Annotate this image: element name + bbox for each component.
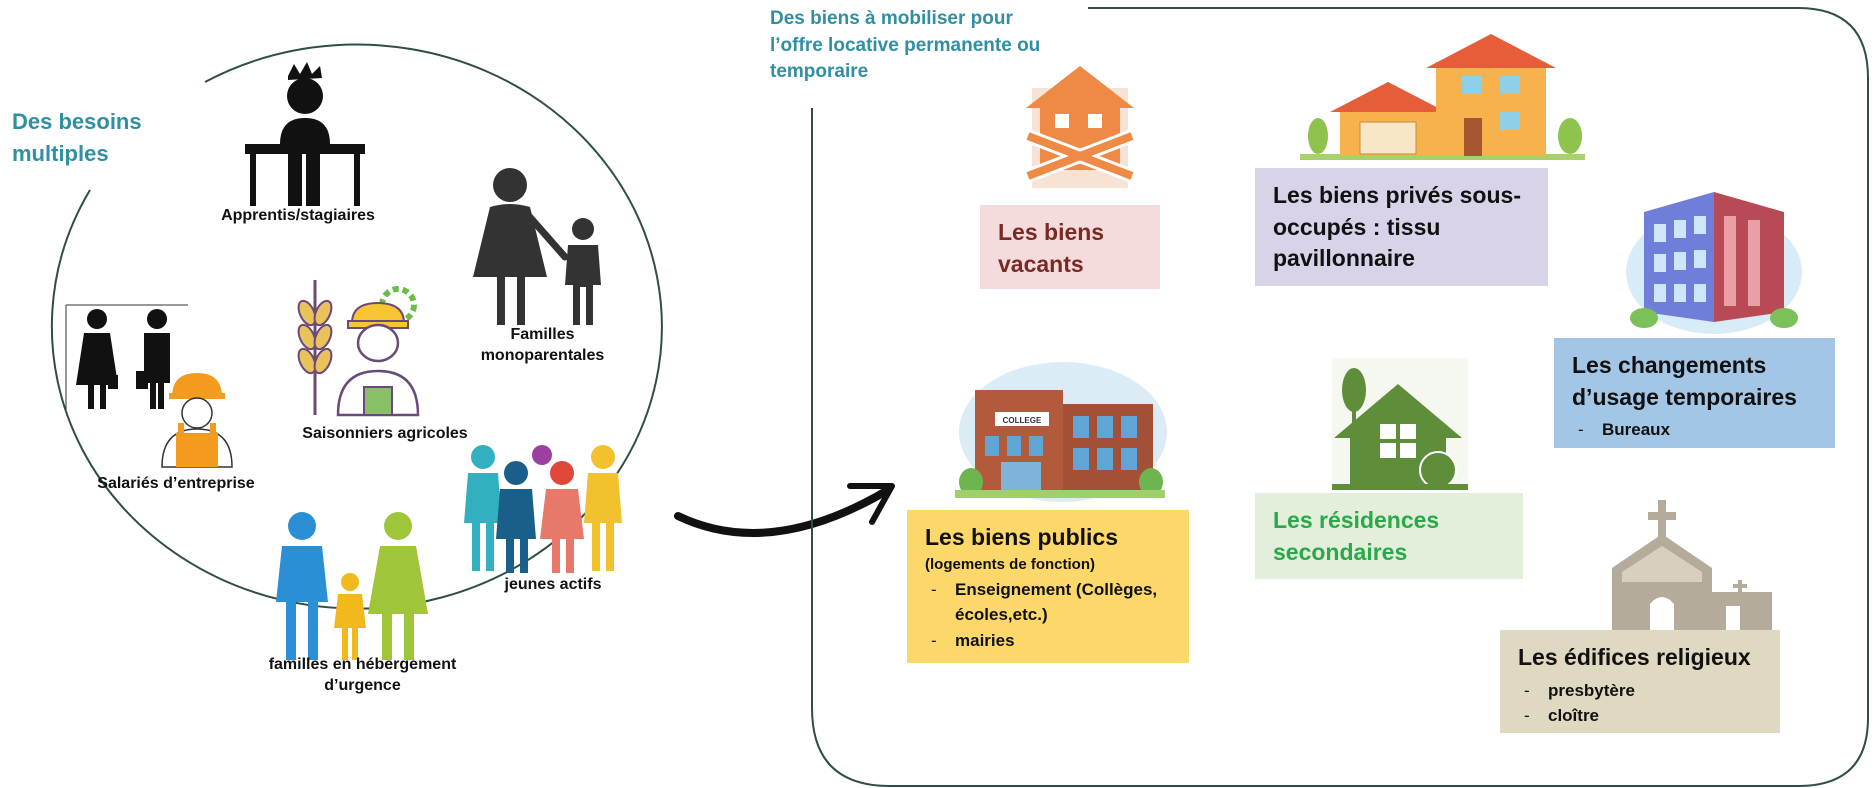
school-sign-text: COLLEGE — [1003, 416, 1042, 425]
box-changements-list: Bureaux — [1572, 417, 1817, 443]
box-prives: Les biens privés sous-occupés : tissu pa… — [1255, 168, 1548, 286]
list-item: cloître — [1518, 703, 1762, 729]
detached-house-icon — [1300, 34, 1585, 160]
emergency-housing-family-icon — [276, 512, 428, 660]
box-changements: Les changements d’usage temporaires Bure… — [1554, 338, 1835, 448]
vacant-house-icon — [1025, 66, 1135, 188]
label-saisonniers: Saisonniers agricoles — [302, 425, 468, 442]
box-publics-subtitle: (logements de fonction) — [925, 555, 1095, 573]
box-secondaires: Les résidences secondaires — [1255, 493, 1523, 579]
right-title: Des biens à mobiliser pour l’offre locat… — [770, 6, 1070, 86]
employees-icon — [65, 304, 233, 468]
box-changements-title: Les changements d’usage temporaires — [1572, 352, 1797, 410]
office-building-icon — [1626, 192, 1802, 334]
box-religieux: Les édifices religieux presbytère cloîtr… — [1500, 630, 1780, 733]
single-parent-family-icon — [473, 168, 601, 325]
secondary-residence-icon — [1332, 358, 1468, 490]
box-religieux-title: Les édifices religieux — [1518, 644, 1751, 670]
church-icon — [1612, 500, 1772, 630]
box-publics-list: Enseignement (Collèges, écoles,etc.) mai… — [925, 577, 1171, 654]
apprentice-icon — [245, 62, 365, 206]
list-item: Enseignement (Collèges, écoles,etc.) — [925, 577, 1171, 628]
box-publics-title: Les biens publics — [925, 524, 1118, 550]
left-title-text: Des besoins multiples — [12, 109, 142, 166]
right-title-text: Des biens à mobiliser pour l’offre locat… — [770, 8, 1041, 83]
box-secondaires-title: Les résidences secondaires — [1273, 507, 1440, 565]
label-familles-mono: Familles monoparentales — [480, 326, 605, 364]
list-item: mairies — [925, 628, 1171, 654]
label-salaries: Salariés d’entreprise — [97, 475, 255, 492]
left-title: Des besoins multiples — [12, 106, 182, 170]
box-prives-title: Les biens privés sous-occupés : tissu pa… — [1273, 182, 1521, 272]
box-vacants-title: Les biens vacants — [998, 219, 1105, 277]
school-building-icon: COLLEGE — [955, 362, 1167, 502]
box-publics: Les biens publics (logements de fonction… — [907, 510, 1189, 663]
box-vacants: Les biens vacants — [980, 205, 1160, 289]
label-urgence: familles en hébergement d’urgence — [268, 656, 457, 694]
label-apprentis: Apprentis/stagiaires — [221, 207, 375, 224]
young-workers-icon — [464, 445, 622, 573]
list-item: Bureaux — [1572, 417, 1817, 443]
seasonal-farmworker-icon — [297, 280, 420, 417]
box-religieux-list: presbytère cloître — [1518, 678, 1762, 729]
label-jeunes: jeunes actifs — [504, 576, 602, 593]
list-item: presbytère — [1518, 678, 1762, 704]
